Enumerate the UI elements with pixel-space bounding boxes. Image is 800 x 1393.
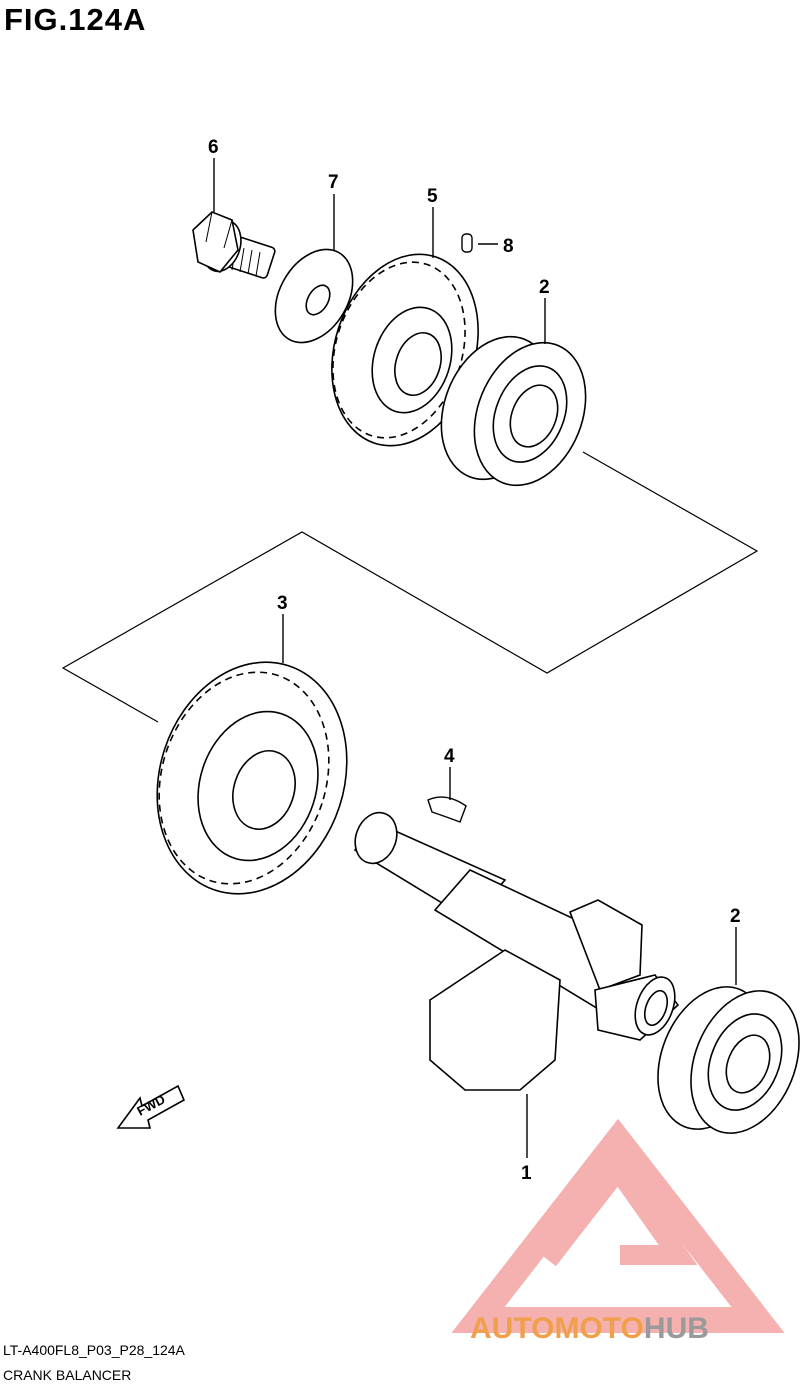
callout-7: 7 <box>328 172 339 193</box>
callout-1: 1 <box>521 1163 532 1184</box>
callout-5: 5 <box>427 186 438 207</box>
drive-gear-part <box>331 253 479 447</box>
bearing-upper-part <box>440 335 587 487</box>
watermark-text-part2: HUB <box>644 1312 709 1345</box>
figure-title: FIG.124A <box>4 2 147 37</box>
callout-2-upper: 2 <box>539 277 550 298</box>
pin-part <box>461 233 473 253</box>
callout-2-lower: 2 <box>730 906 741 927</box>
diagram-caption: CRANK BALANCER <box>3 1367 132 1383</box>
callout-8: 8 <box>503 236 514 257</box>
bearing-lower-part <box>657 986 800 1134</box>
callout-4: 4 <box>444 746 455 767</box>
washer-part <box>274 248 354 344</box>
callout-3: 3 <box>277 593 288 614</box>
diagram-code: LT-A400FL8_P03_P28_124A <box>3 1342 185 1358</box>
callout-6: 6 <box>208 137 219 158</box>
fwd-arrow: FWD <box>116 1084 186 1129</box>
reference-lines <box>61 451 759 723</box>
leader-lines <box>213 158 737 1158</box>
watermark-logo <box>451 1118 785 1333</box>
bolt-part <box>192 211 276 279</box>
driven-gear-part <box>156 661 348 895</box>
key-part <box>427 796 467 823</box>
watermark-text-part1: AUTOMOTO <box>470 1312 644 1345</box>
balancer-shaft-part <box>353 811 680 1091</box>
watermark-text: AUTOMOTOHUB <box>470 1312 709 1345</box>
